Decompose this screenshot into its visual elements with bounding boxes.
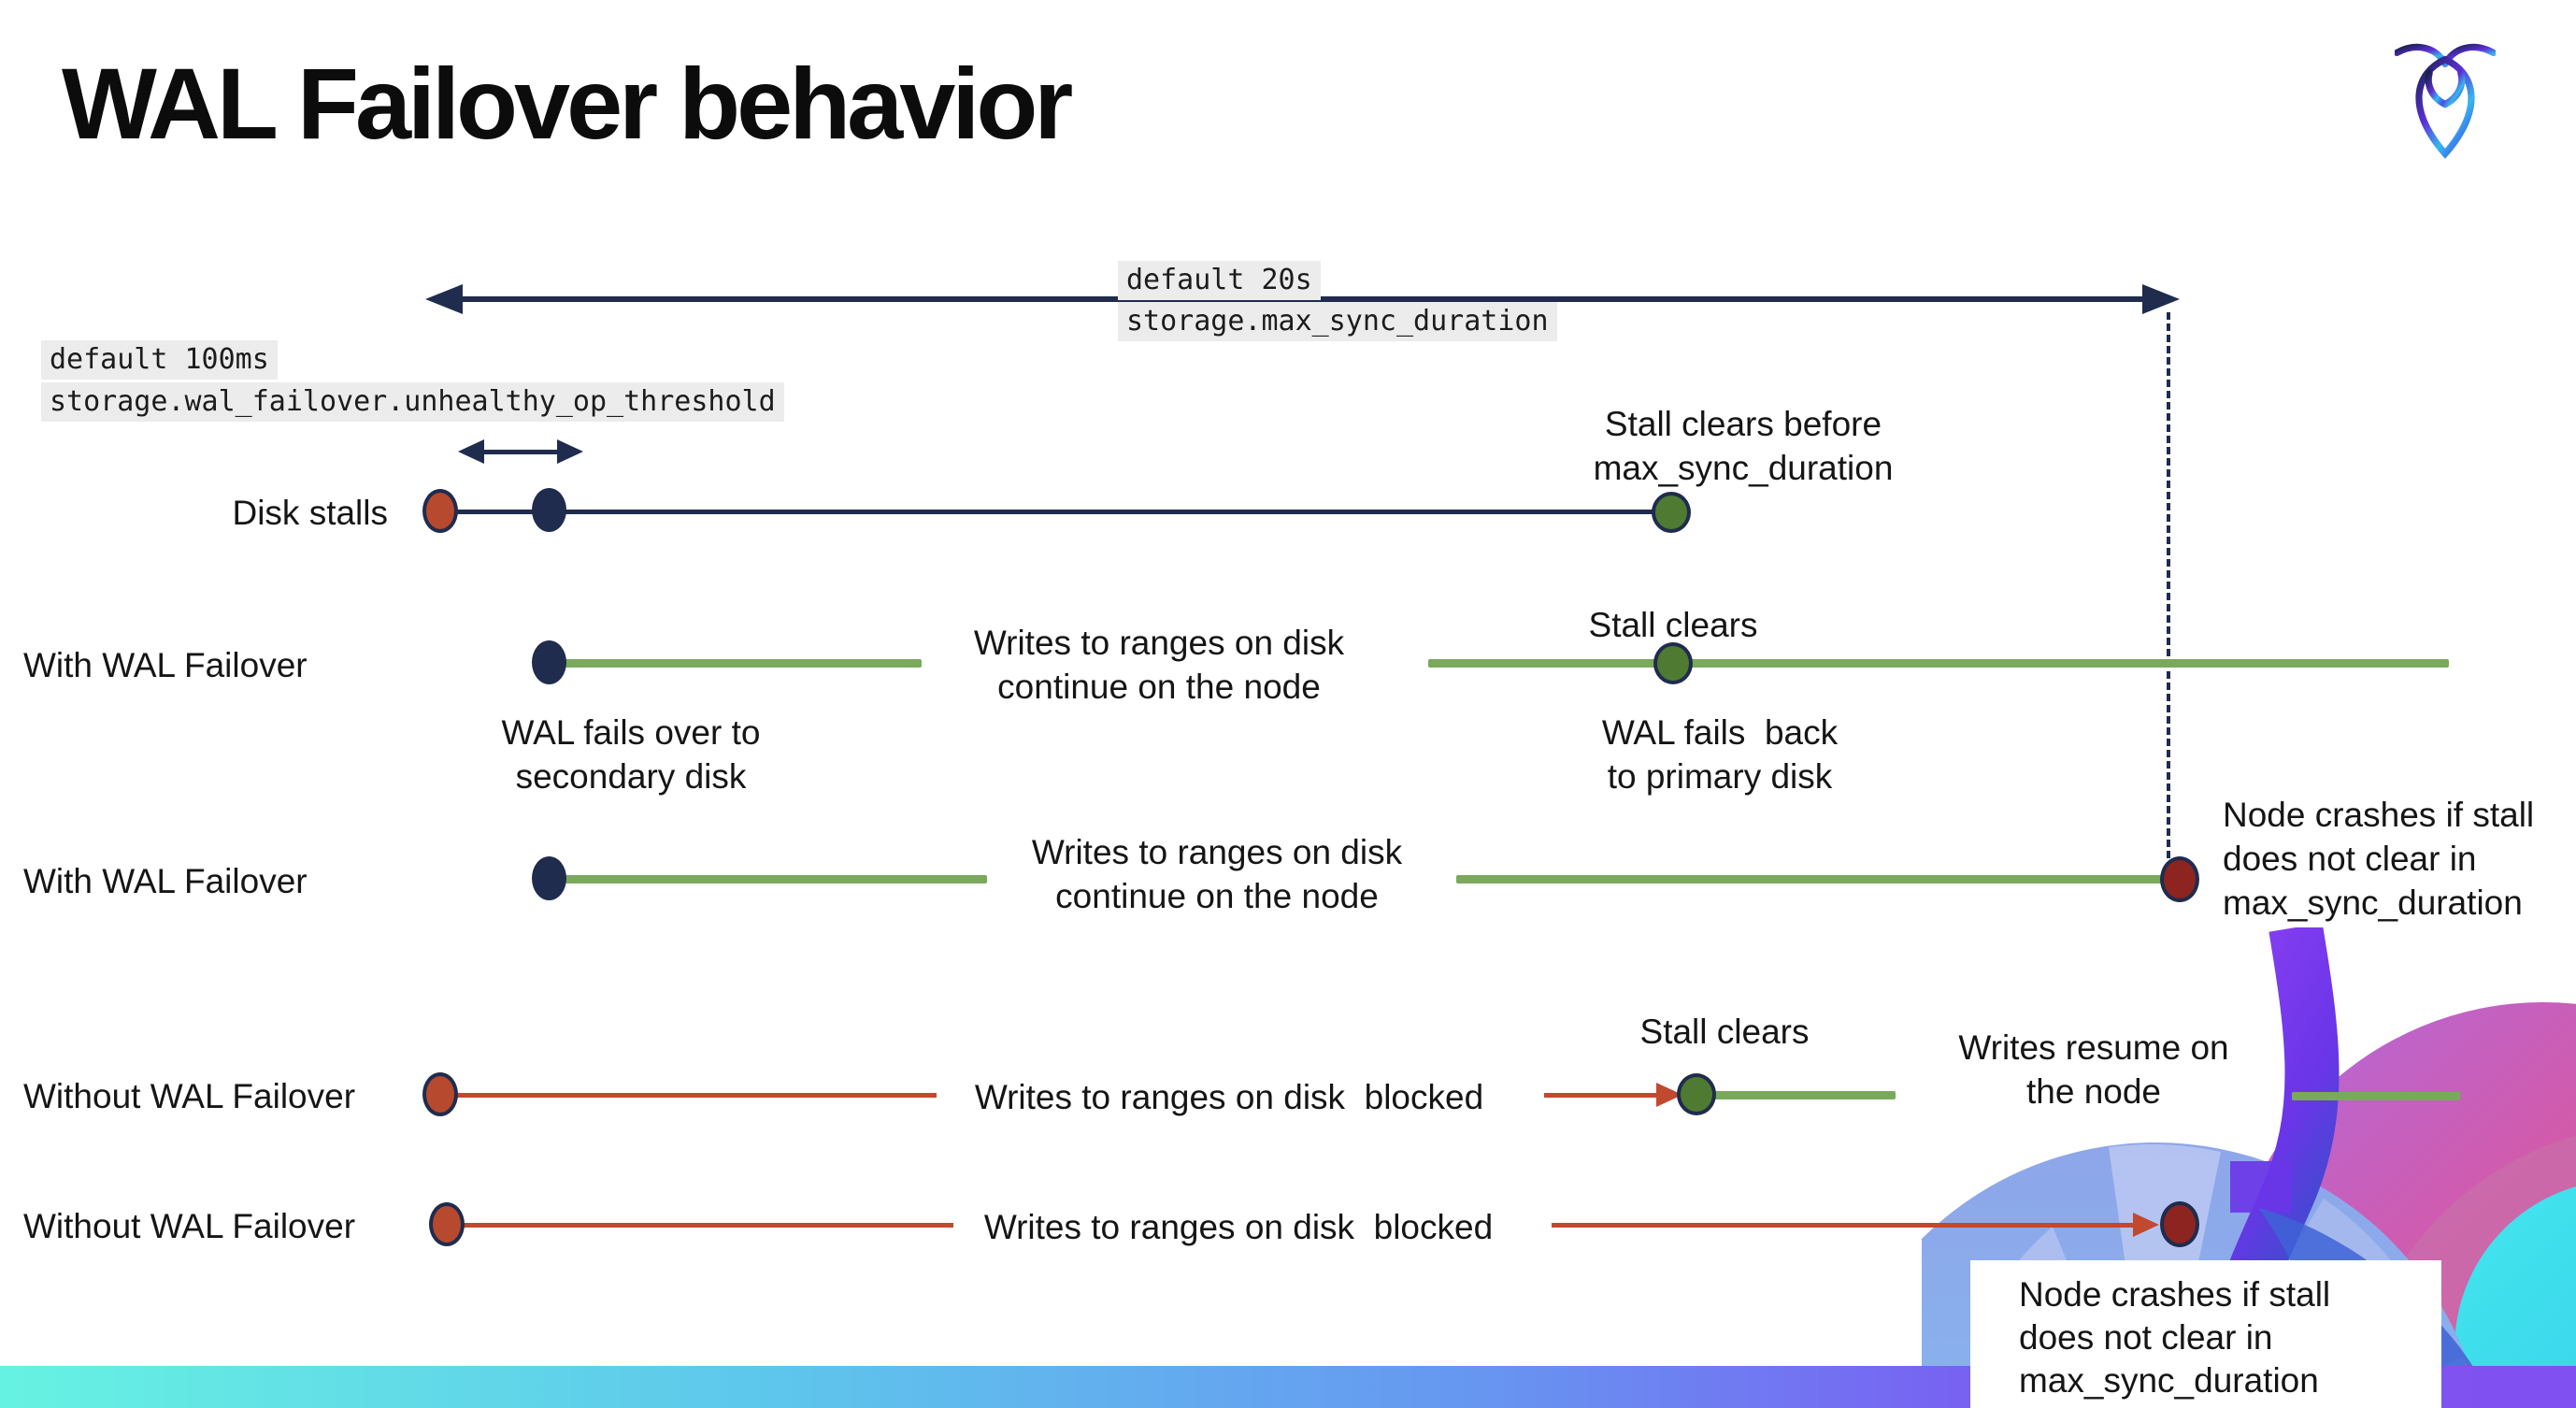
row-label-with-wal-failover-2: With WAL Failover bbox=[23, 862, 308, 900]
max-sync-duration-label: default 20s storage.max_sync_duration bbox=[1118, 261, 1557, 341]
node-crash-dot-2 bbox=[2160, 1201, 2199, 1247]
cockroachdb-logo-icon bbox=[2395, 43, 2496, 159]
callout-wal-fails-back: WAL fails back to primary disk bbox=[1601, 713, 1839, 796]
row4-red-line-b bbox=[1544, 1093, 1664, 1098]
page-title: WAL Failover behavior bbox=[62, 47, 1073, 160]
callout-stall-clears-failback: Stall clears bbox=[1588, 606, 1758, 644]
disk-stall-clears-dot bbox=[1652, 492, 1691, 533]
callout-stall-clears-resume: Stall clears bbox=[1639, 1013, 1810, 1051]
disk-stall-threshold-dot bbox=[532, 488, 566, 532]
row3-green-line-a bbox=[559, 875, 987, 884]
row3-green-line-b bbox=[1456, 875, 2168, 884]
disk-stall-start-dot bbox=[422, 489, 458, 533]
row4-green-line-b bbox=[2292, 1092, 2460, 1100]
unhealthy-op-arrow-line bbox=[475, 450, 565, 454]
stall-dot-row5 bbox=[429, 1202, 465, 1246]
max-sync-arrow-right-head-icon bbox=[2142, 284, 2180, 314]
failover-dot-2 bbox=[532, 856, 566, 900]
failover-dot-1 bbox=[532, 640, 566, 684]
row5-red-line-b bbox=[1552, 1223, 2139, 1228]
stall-clears-dot-row4 bbox=[1677, 1073, 1716, 1115]
callout-writes-continue-1: Writes to ranges on disk continue on the… bbox=[973, 624, 1345, 706]
unhealthy-op-default-label: default 100ms bbox=[41, 340, 278, 380]
disk-stalls-line-a bbox=[447, 510, 555, 514]
row-label-disk-stalls: Disk stalls bbox=[232, 494, 388, 532]
disk-stalls-line-b bbox=[559, 510, 1671, 514]
callout-node-crashes-side: Node crashes if stall does not clear in … bbox=[2223, 796, 2535, 922]
unhealthy-op-setting-label: storage.wal_failover.unhealthy_op_thresh… bbox=[41, 382, 784, 422]
row4-green-line-a bbox=[1710, 1091, 1896, 1099]
unhealthy-op-threshold-label: default 100ms storage.wal_failover.unhea… bbox=[41, 340, 784, 422]
max-sync-arrow-left-head-icon bbox=[425, 284, 463, 314]
node-crash-dot-1 bbox=[2160, 856, 2199, 902]
row5-red-line-a bbox=[454, 1223, 953, 1228]
row-label-without-wal-failover-2: Without WAL Failover bbox=[23, 1207, 356, 1245]
callout-writes-blocked-1: Writes to ranges on disk blocked bbox=[974, 1078, 1484, 1116]
unhealthy-op-arrow-left-head-icon bbox=[458, 439, 484, 464]
callout-writes-blocked-2: Writes to ranges on disk blocked bbox=[983, 1208, 1494, 1246]
row2-green-line-b bbox=[1428, 659, 2449, 668]
callout-writes-continue-2: Writes to ranges on disk continue on the… bbox=[1031, 833, 1403, 915]
failback-dot bbox=[1653, 642, 1693, 684]
row4-red-line-a bbox=[447, 1093, 937, 1098]
callout-writes-resume: Writes resume on the node bbox=[1958, 1028, 2229, 1111]
stall-dot-row4 bbox=[422, 1072, 458, 1116]
max-sync-deadline-dashed-line bbox=[2167, 312, 2170, 858]
node-crashes-callout-box: Node crashes if stall does not clear in … bbox=[1970, 1260, 2441, 1408]
row-label-with-wal-failover-1: With WAL Failover bbox=[23, 646, 308, 684]
max-sync-setting-label: storage.max_sync_duration bbox=[1118, 302, 1557, 341]
row-label-without-wal-failover-1: Without WAL Failover bbox=[23, 1077, 356, 1115]
row2-green-line-a bbox=[559, 659, 922, 668]
row5-red-arrow-head-icon bbox=[2133, 1213, 2159, 1237]
max-sync-default-label: default 20s bbox=[1118, 261, 1321, 300]
callout-node-crashes-box: Node crashes if stall does not clear in … bbox=[2019, 1275, 2331, 1400]
callout-stall-clears-before: Stall clears before max_sync_duration bbox=[1593, 405, 1894, 487]
unhealthy-op-arrow-right-head-icon bbox=[557, 439, 583, 464]
callout-wal-fails-over: WAL fails over to secondary disk bbox=[501, 713, 761, 796]
